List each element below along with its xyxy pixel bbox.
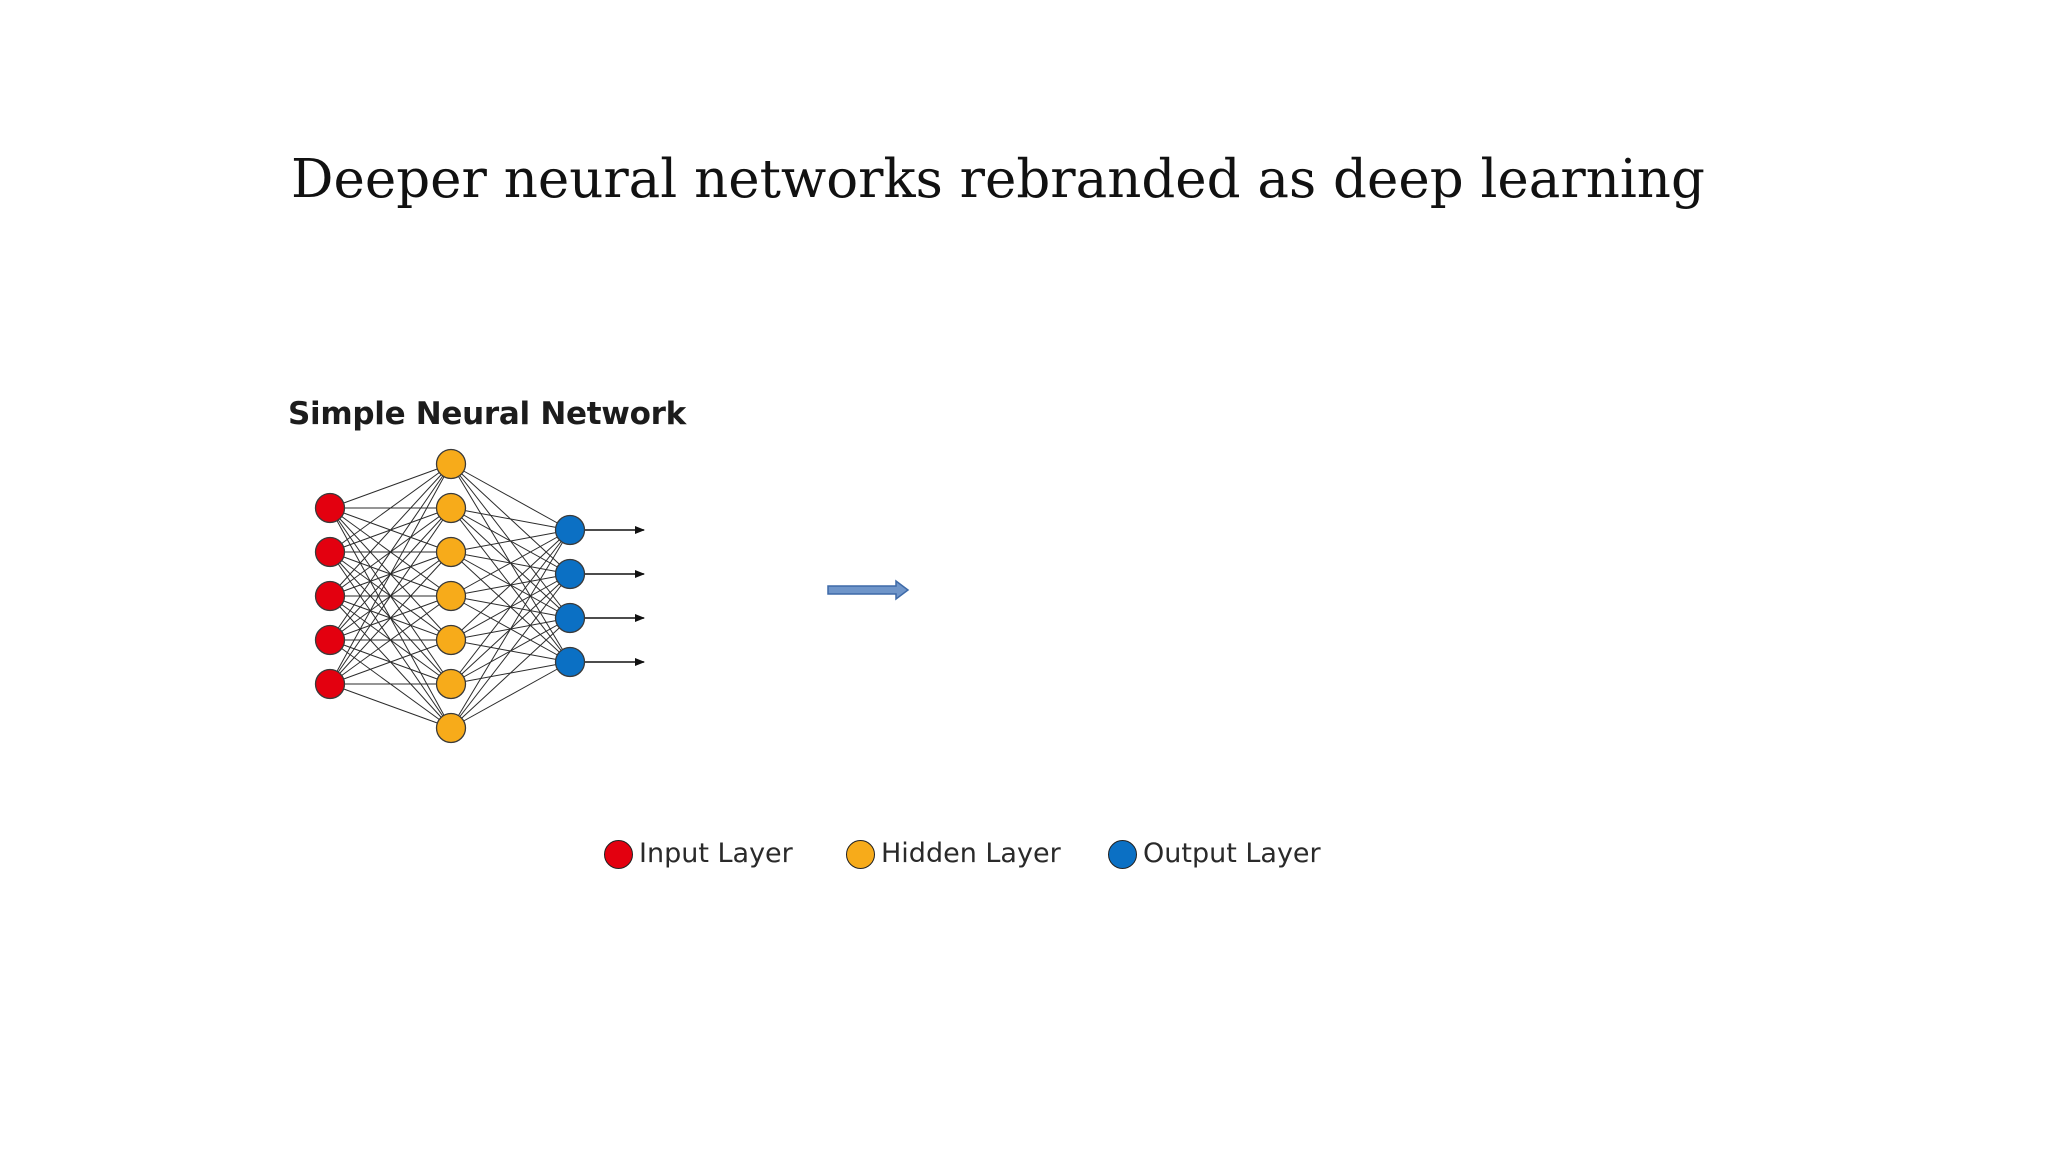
connection-line (450, 529, 571, 553)
input-node (314, 624, 346, 656)
hidden-node (435, 624, 467, 656)
connection-line (329, 463, 452, 641)
connection-line (329, 683, 452, 729)
legend-item-hidden: Hidden Layer (846, 832, 1061, 876)
connection-line (450, 507, 571, 531)
network-diagram-title: Simple Neural Network (288, 396, 686, 432)
connection-line (329, 463, 452, 685)
connection-line (450, 529, 571, 729)
input-node (314, 536, 346, 568)
connection-line (450, 529, 571, 641)
slide-title: Deeper neural networks rebranded as deep… (291, 149, 1705, 210)
legend-item-output: Output Layer (1108, 832, 1321, 876)
hidden-node (435, 668, 467, 700)
connection-line (329, 463, 452, 509)
output-arrows (584, 526, 645, 666)
output-layer-dot-icon (1108, 839, 1137, 869)
connection-line (450, 661, 571, 729)
connection-line (450, 573, 571, 729)
output-node (554, 514, 586, 546)
hidden-node (435, 536, 467, 568)
output-node (554, 558, 586, 590)
connection-line (329, 639, 452, 685)
hidden-node (435, 448, 467, 480)
output-node (554, 602, 586, 634)
connection-line (450, 529, 571, 685)
input-node (314, 492, 346, 524)
neural-network-diagram (314, 448, 645, 744)
connection-line (450, 463, 571, 531)
connection-line (329, 463, 452, 553)
connection-line (329, 507, 452, 685)
input-node (314, 580, 346, 612)
connection-line (450, 529, 571, 597)
hidden-node (435, 492, 467, 524)
input-node (314, 668, 346, 700)
connection-line (329, 551, 452, 685)
hidden-node (435, 580, 467, 612)
network-nodes (314, 448, 586, 744)
legend-item-input: Input Layer (604, 832, 793, 876)
output-node (554, 646, 586, 678)
connection-line (329, 463, 452, 597)
connection-lines (329, 463, 571, 729)
hidden-layer-dot-icon (846, 839, 875, 869)
input-layer-dot-icon (604, 839, 633, 869)
legend-label-output: Output Layer (1143, 838, 1321, 869)
legend-label-hidden: Hidden Layer (881, 838, 1061, 869)
hidden-node (435, 712, 467, 744)
legend-label-input: Input Layer (639, 838, 793, 869)
right-arrow-icon (827, 579, 910, 601)
connection-line (329, 595, 452, 685)
connection-line (450, 617, 571, 729)
